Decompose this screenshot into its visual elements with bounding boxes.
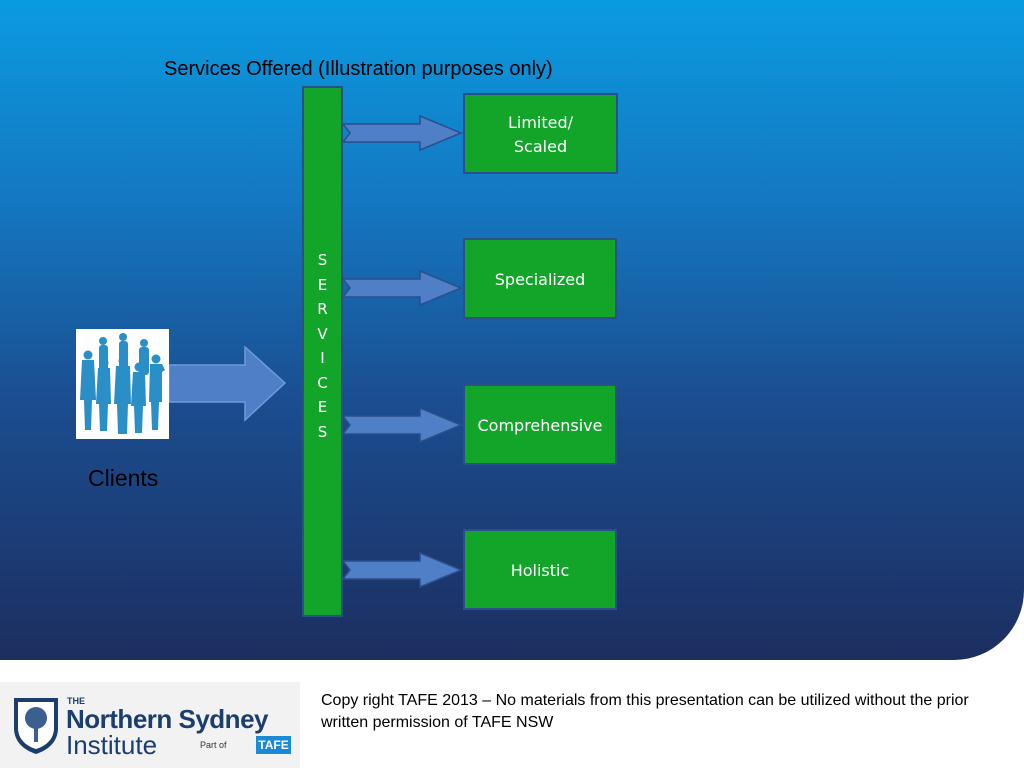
services-vertical-label: S E R V I C E S: [304, 248, 341, 444]
arrow-to-specialized: [341, 269, 463, 307]
service-box-label: Holistic: [510, 561, 570, 580]
clients-label: Clients: [88, 465, 159, 491]
logo-line2-text: Institute: [66, 730, 158, 760]
services-letter: R: [317, 300, 328, 318]
arrow-to-limited-scaled: [341, 114, 463, 152]
arrow-to-holistic: [341, 551, 463, 589]
logo-part-of-text: Part of: [200, 740, 227, 750]
service-box-label: Specialized: [494, 270, 586, 289]
services-letter: E: [317, 398, 328, 416]
service-box-limited-scaled: Limited/ Scaled: [463, 93, 618, 174]
services-letter: V: [317, 324, 328, 343]
logo-the-text: THE: [67, 696, 85, 706]
northern-sydney-institute-logo: THE Northern Sydney Institute Part of TA…: [0, 682, 300, 768]
services-letter: I: [320, 349, 325, 367]
business-people-icon: [80, 333, 165, 434]
arrow-to-comprehensive: [341, 406, 463, 444]
service-box-label: Limited/: [507, 113, 574, 132]
tree-shield-icon: [14, 698, 58, 754]
slide-title: Services Offered (Illustration purposes …: [164, 58, 553, 80]
clients-group-image: [76, 329, 169, 439]
service-box-specialized: Specialized: [463, 238, 617, 319]
service-box-comprehensive: Comprehensive: [463, 384, 617, 465]
services-bar: S E R V I C E S: [302, 86, 343, 617]
service-box-label: Comprehensive: [477, 416, 603, 435]
services-letter: S: [317, 251, 328, 269]
services-letter: S: [317, 422, 328, 441]
logo-line1-text: Northern Sydney: [66, 704, 269, 734]
clients-to-services-arrow: [168, 345, 287, 422]
service-box-holistic: Holistic: [463, 529, 617, 610]
copyright-notice: Copy right TAFE 2013 – No materials from…: [321, 692, 969, 731]
logo-tafe-badge: TAFE: [256, 736, 291, 754]
service-box-label: Scaled: [513, 137, 568, 156]
services-letter: C: [317, 373, 328, 392]
services-letter: E: [317, 275, 328, 294]
arrows-layer: [168, 114, 463, 589]
